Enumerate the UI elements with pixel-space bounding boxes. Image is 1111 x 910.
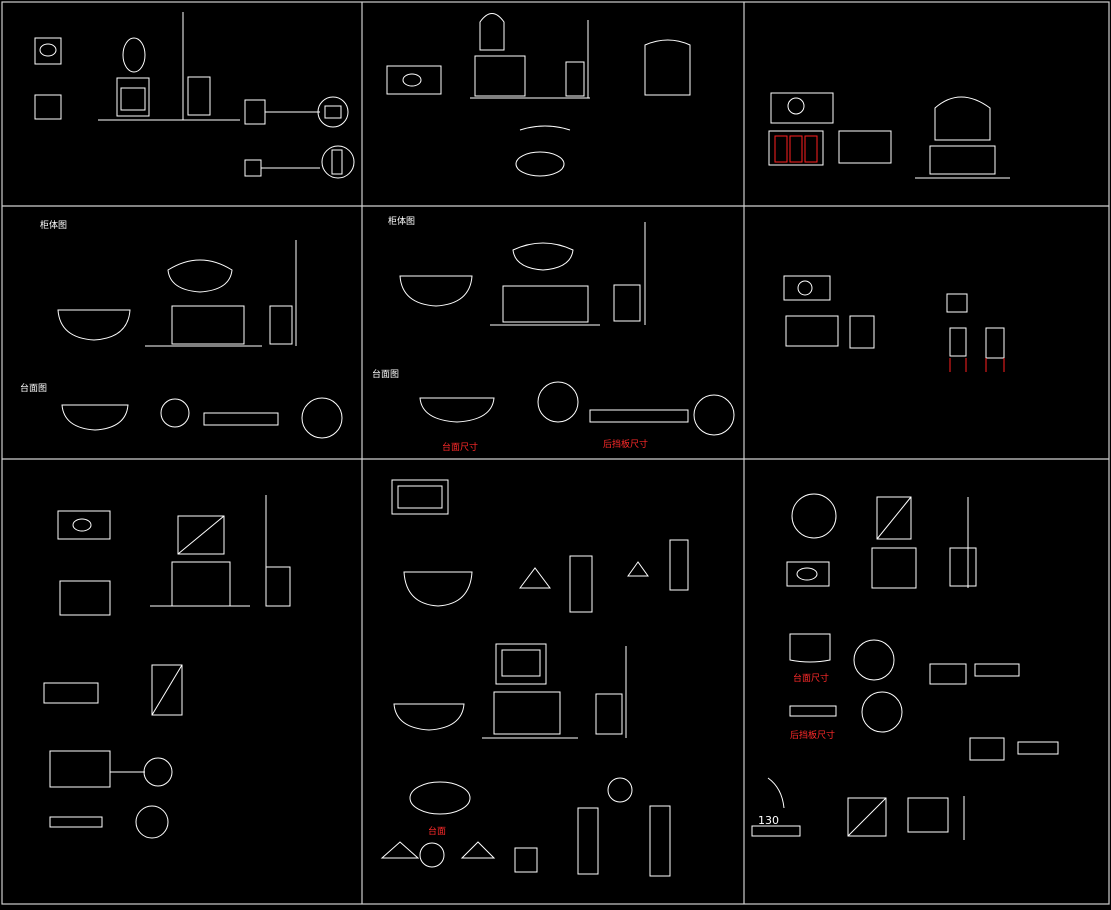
red-label-backsplash-size-1: 后挡板尺寸 — [603, 440, 649, 450]
panel-9-drawing — [751, 493, 1059, 840]
panel-4-drawing — [57, 240, 343, 439]
red-label-countertop-size-1: 台面尺寸 — [442, 443, 479, 453]
panel-3-red-marks — [774, 135, 818, 163]
panel-6-drawing — [783, 275, 1005, 359]
panel-3-drawing — [768, 92, 1010, 179]
heading-countertop-2: 台面图 — [372, 370, 400, 380]
heading-cabinet-2: 柜体图 — [388, 217, 416, 227]
panel-2-drawing — [386, 13, 691, 177]
red-label-backsplash-size-2: 后挡板尺寸 — [790, 731, 836, 741]
panel-8-drawing — [380, 479, 689, 877]
corner-label-number: 130 — [758, 814, 779, 827]
panel-5-drawing — [399, 222, 735, 436]
panel-1-drawing — [34, 12, 355, 179]
panel-6-red-marks — [949, 358, 1005, 372]
heading-countertop-1: 台面图 — [20, 384, 48, 394]
red-label-countertop: 台面 — [428, 827, 447, 837]
red-label-countertop-size-2: 台面尺寸 — [793, 674, 830, 684]
panel-7-drawing — [43, 495, 291, 839]
heading-cabinet-1: 柜体图 — [40, 221, 68, 231]
